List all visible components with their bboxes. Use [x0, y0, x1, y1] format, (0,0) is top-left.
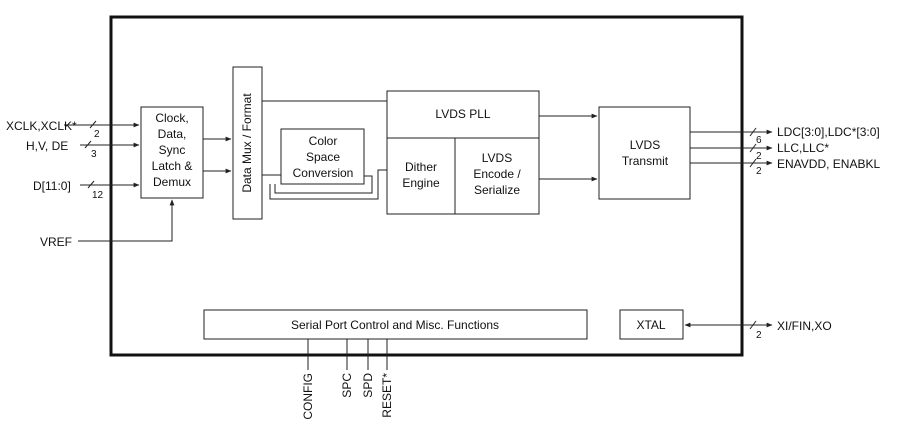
reset-label: RESET*: [380, 373, 394, 418]
d-bus-slash: [87, 180, 95, 189]
ldc-width: 6: [756, 135, 762, 146]
csc-line-3: Conversion: [293, 166, 354, 180]
hv-width: 3: [91, 149, 97, 160]
dither-line-1: Dither: [405, 160, 437, 174]
xi-width: 2: [756, 330, 762, 341]
clock-data-sync-block: Clock, Data, Sync Latch & Demux: [140, 106, 204, 199]
clock-line-1: Clock,: [155, 111, 188, 125]
vref-label: VREF: [40, 235, 72, 249]
ena-width: 2: [756, 166, 762, 177]
encode-line-3: Serialize: [474, 183, 520, 197]
pin-labels: CONFIG SPC SPD RESET*: [301, 373, 394, 420]
xtal-label: XTAL: [636, 318, 665, 332]
ena-bus-slash: [749, 158, 757, 168]
ldc-label: LDC[3:0],LDC*[3:0]: [777, 125, 880, 139]
config-label: CONFIG: [301, 373, 315, 420]
internal-wires: [203, 100, 598, 200]
spc-label: SPC: [340, 373, 354, 398]
hv-bus-slash: [84, 140, 92, 149]
llc-bus-slash: [749, 143, 757, 153]
chip-outline: [109, 15, 744, 357]
xi-bus-slash: [749, 320, 757, 330]
xtal-block: XTAL: [619, 309, 684, 340]
clock-line-2: Data,: [158, 127, 187, 141]
encode-line-1: LVDS: [482, 151, 512, 165]
lvds-transmit-block: LVDS Transmit: [598, 106, 691, 200]
color-space-conversion-block: Color Space Conversion: [280, 128, 365, 185]
csc-loop-inner: [274, 175, 373, 194]
bottom-pin-wires: [307, 339, 388, 370]
d-width: 12: [92, 190, 104, 201]
encode-line-2: Encode /: [473, 167, 521, 181]
csc-line-2: Space: [306, 150, 340, 164]
lvds-encode-block: LVDS Encode / Serialize: [454, 137, 540, 215]
clock-line-5: Demux: [153, 175, 191, 189]
clock-line-3: Sync: [159, 143, 186, 157]
csc-loop-outer: [269, 169, 387, 200]
llc-label: LLC,LLC*: [777, 141, 829, 155]
xclk-width: 2: [94, 129, 100, 140]
data-mux-label: Data Mux / Format: [240, 93, 254, 193]
ena-label: ENAVDD, ENABKL: [777, 157, 880, 171]
xi-label: XI/FIN,XO: [777, 319, 832, 333]
spd-label: SPD: [361, 373, 375, 398]
xclk-bus-slash: [89, 120, 97, 129]
clock-line-4: Latch &: [152, 159, 193, 173]
llc-width: 2: [756, 151, 762, 162]
input-labels: XCLK,XCLK* 2 H,V, DE 3 D[11:0] 12 VREF: [6, 119, 104, 249]
lvds-pll-block: LVDS PLL: [386, 90, 540, 139]
transmit-line-2: Transmit: [622, 154, 669, 168]
transmit-line-1: LVDS: [630, 138, 660, 152]
lvds-pll-label: LVDS PLL: [435, 107, 490, 121]
dither-line-2: Engine: [402, 176, 440, 190]
dither-engine-block: Dither Engine: [386, 137, 456, 215]
xclk-label: XCLK,XCLK*: [6, 119, 77, 133]
serial-port-block: Serial Port Control and Misc. Functions: [203, 309, 588, 340]
ldc-bus-slash: [749, 127, 757, 137]
data-mux-format-block: Data Mux / Format: [232, 66, 263, 220]
serial-port-label: Serial Port Control and Misc. Functions: [291, 318, 499, 332]
d-label: D[11:0]: [33, 179, 71, 193]
vref-wire: [78, 199, 175, 242]
csc-line-1: Color: [309, 134, 338, 148]
hv-label: H,V, DE: [26, 139, 68, 153]
output-wires: [684, 127, 773, 330]
output-labels: LDC[3:0],LDC*[3:0] 6 LLC,LLC* 2 ENAVDD, …: [756, 125, 880, 341]
input-wires: [64, 120, 175, 242]
